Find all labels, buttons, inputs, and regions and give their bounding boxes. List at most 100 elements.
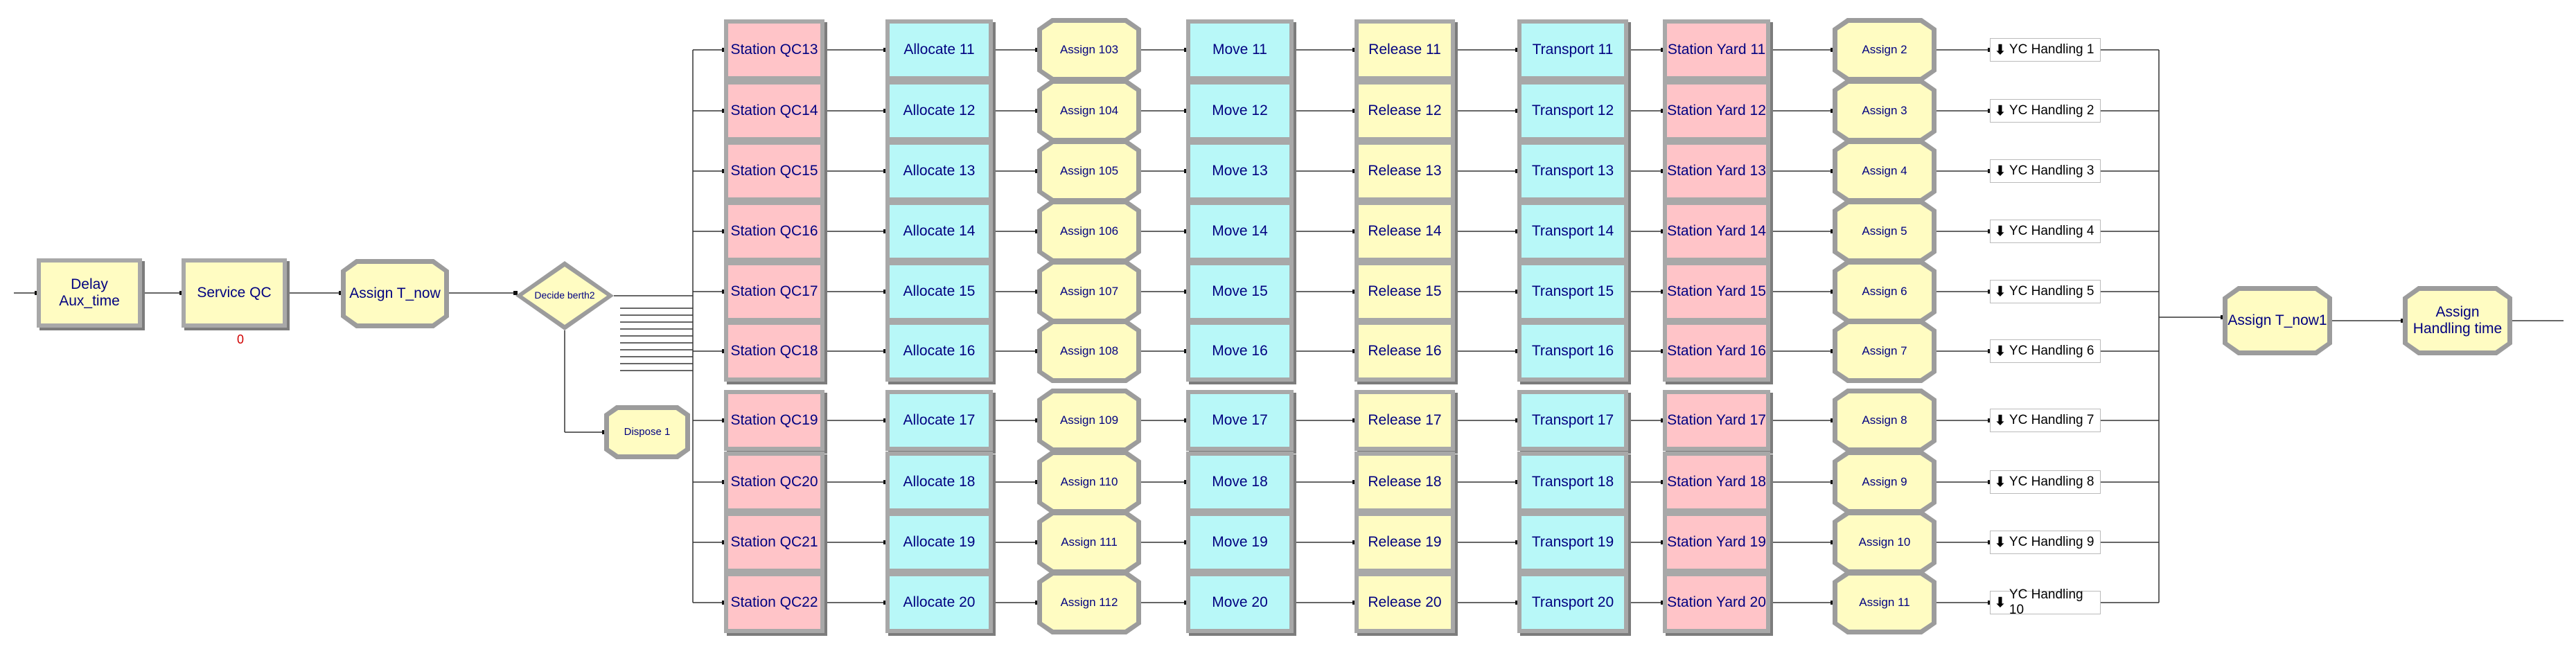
yc-handling-module[interactable]: ⬇YC Handling 2 — [1990, 99, 2101, 123]
move-module[interactable]: Move 15 — [1186, 261, 1294, 322]
assign-b-module[interactable]: Assign 8 — [1833, 389, 1937, 452]
yc-handling-module[interactable]: ⬇YC Handling 6 — [1990, 339, 2101, 363]
release-module[interactable]: Release 19 — [1355, 512, 1455, 573]
allocate-module[interactable]: Allocate 19 — [885, 512, 993, 573]
assign-a-module[interactable]: Assign 107 — [1037, 260, 1141, 323]
yc-handling-module[interactable]: ⬇YC Handling 5 — [1990, 280, 2101, 303]
station-qc-module[interactable]: Station QC19 — [724, 390, 824, 451]
station-yard-module[interactable]: Station Yard 18 — [1663, 452, 1770, 513]
assign-b-module[interactable]: Assign 11 — [1833, 571, 1937, 634]
station-yard-module[interactable]: Station Yard 11 — [1663, 19, 1770, 80]
station-qc-module[interactable]: Station QC14 — [724, 80, 824, 141]
yc-handling-module[interactable]: ⬇YC Handling 8 — [1990, 470, 2101, 494]
transport-module[interactable]: Transport 20 — [1517, 572, 1628, 633]
assign-handling-module[interactable]: Assign Handling time — [2403, 286, 2512, 355]
assign-tnow-module[interactable]: Assign T_now — [341, 259, 449, 328]
assign-tnow1-module[interactable]: Assign T_now1 — [2223, 286, 2332, 355]
station-yard-module[interactable]: Station Yard 13 — [1663, 141, 1770, 202]
assign-b-module[interactable]: Assign 4 — [1833, 139, 1937, 203]
move-module[interactable]: Move 19 — [1186, 512, 1294, 573]
transport-module[interactable]: Transport 12 — [1517, 80, 1628, 141]
assign-b-module[interactable]: Assign 6 — [1833, 260, 1937, 323]
assign-a-module[interactable]: Assign 110 — [1037, 450, 1141, 514]
yc-handling-module[interactable]: ⬇YC Handling 1 — [1990, 38, 2101, 62]
station-qc-module[interactable]: Station QC13 — [724, 19, 824, 80]
assign-a-module[interactable]: Assign 106 — [1037, 199, 1141, 263]
station-yard-module[interactable]: Station Yard 15 — [1663, 261, 1770, 322]
assign-b-module[interactable]: Assign 5 — [1833, 199, 1937, 263]
move-module[interactable]: Move 20 — [1186, 572, 1294, 633]
assign-a-module[interactable]: Assign 109 — [1037, 389, 1141, 452]
delay-module[interactable]: Delay Aux_time — [37, 258, 142, 328]
release-module[interactable]: Release 20 — [1355, 572, 1455, 633]
allocate-module[interactable]: Allocate 15 — [885, 261, 993, 322]
allocate-module[interactable]: Allocate 16 — [885, 321, 993, 382]
transport-module[interactable]: Transport 11 — [1517, 19, 1628, 80]
station-qc-module[interactable]: Station QC20 — [724, 452, 824, 513]
station-yard-module[interactable]: Station Yard 19 — [1663, 512, 1770, 573]
release-module[interactable]: Release 15 — [1355, 261, 1455, 322]
allocate-module[interactable]: Allocate 18 — [885, 452, 993, 513]
assign-b-module[interactable]: Assign 3 — [1833, 79, 1937, 143]
transport-module[interactable]: Transport 13 — [1517, 141, 1628, 202]
assign-b-module[interactable]: Assign 7 — [1833, 319, 1937, 383]
yc-handling-module[interactable]: ⬇YC Handling 10 — [1990, 587, 2101, 617]
move-module[interactable]: Move 13 — [1186, 141, 1294, 202]
assign-b-module[interactable]: Assign 2 — [1833, 18, 1937, 82]
station-yard-module[interactable]: Station Yard 14 — [1663, 201, 1770, 262]
assign-a-module[interactable]: Assign 104 — [1037, 79, 1141, 143]
release-module[interactable]: Release 18 — [1355, 452, 1455, 513]
release-module[interactable]: Release 14 — [1355, 201, 1455, 262]
move-module[interactable]: Move 14 — [1186, 201, 1294, 262]
yc-handling-module[interactable]: ⬇YC Handling 7 — [1990, 409, 2101, 432]
service-qc-module[interactable]: Service QC — [182, 258, 287, 328]
yc-handling-module[interactable]: ⬇YC Handling 9 — [1990, 531, 2101, 554]
transport-module[interactable]: Transport 19 — [1517, 512, 1628, 573]
assign-a-module[interactable]: Assign 111 — [1037, 510, 1141, 574]
station-qc-module[interactable]: Station QC21 — [724, 512, 824, 573]
assign-b-module[interactable]: Assign 9 — [1833, 450, 1937, 514]
assign-b-module[interactable]: Assign 10 — [1833, 510, 1937, 574]
move-module[interactable]: Move 11 — [1186, 19, 1294, 80]
yc-handling-module[interactable]: ⬇YC Handling 3 — [1990, 159, 2101, 183]
station-qc-module[interactable]: Station QC15 — [724, 141, 824, 202]
transport-module[interactable]: Transport 17 — [1517, 390, 1628, 451]
move-module[interactable]: Move 18 — [1186, 452, 1294, 513]
station-yard-module[interactable]: Station Yard 20 — [1663, 572, 1770, 633]
transport-module[interactable]: Transport 14 — [1517, 201, 1628, 262]
station-qc-module[interactable]: Station QC17 — [724, 261, 824, 322]
station-yard-module[interactable]: Station Yard 12 — [1663, 80, 1770, 141]
release-module[interactable]: Release 11 — [1355, 19, 1455, 80]
move-module[interactable]: Move 17 — [1186, 390, 1294, 451]
decide-module[interactable] — [513, 258, 617, 333]
station-qc-module[interactable]: Station QC18 — [724, 321, 824, 382]
station-qc-module[interactable]: Station QC16 — [724, 201, 824, 262]
transport-module[interactable]: Transport 15 — [1517, 261, 1628, 322]
assign-a-module[interactable]: Assign 103 — [1037, 18, 1141, 82]
yc-handling-label: YC Handling 4 — [2009, 224, 2094, 238]
station-yard-module[interactable]: Station Yard 16 — [1663, 321, 1770, 382]
release-module[interactable]: Release 17 — [1355, 390, 1455, 451]
assign-a-module[interactable]: Assign 105 — [1037, 139, 1141, 203]
move-module[interactable]: Move 16 — [1186, 321, 1294, 382]
allocate-module[interactable]: Allocate 14 — [885, 201, 993, 262]
allocate-module[interactable]: Allocate 13 — [885, 141, 993, 202]
dispose-module[interactable]: Dispose 1 — [604, 405, 690, 459]
allocate-module[interactable]: Allocate 12 — [885, 80, 993, 141]
station-qc-module[interactable]: Station QC22 — [724, 572, 824, 633]
allocate-module[interactable]: Allocate 20 — [885, 572, 993, 633]
transport-module[interactable]: Transport 18 — [1517, 452, 1628, 513]
down-arrow-icon: ⬇ — [1995, 474, 2006, 490]
yc-handling-label: YC Handling 1 — [2009, 42, 2094, 57]
allocate-module[interactable]: Allocate 17 — [885, 390, 993, 451]
release-module[interactable]: Release 13 — [1355, 141, 1455, 202]
transport-module[interactable]: Transport 16 — [1517, 321, 1628, 382]
release-module[interactable]: Release 16 — [1355, 321, 1455, 382]
yc-handling-module[interactable]: ⬇YC Handling 4 — [1990, 220, 2101, 243]
release-module[interactable]: Release 12 — [1355, 80, 1455, 141]
assign-a-module[interactable]: Assign 112 — [1037, 571, 1141, 634]
station-yard-module[interactable]: Station Yard 17 — [1663, 390, 1770, 451]
allocate-module[interactable]: Allocate 11 — [885, 19, 993, 80]
move-module[interactable]: Move 12 — [1186, 80, 1294, 141]
assign-a-module[interactable]: Assign 108 — [1037, 319, 1141, 383]
